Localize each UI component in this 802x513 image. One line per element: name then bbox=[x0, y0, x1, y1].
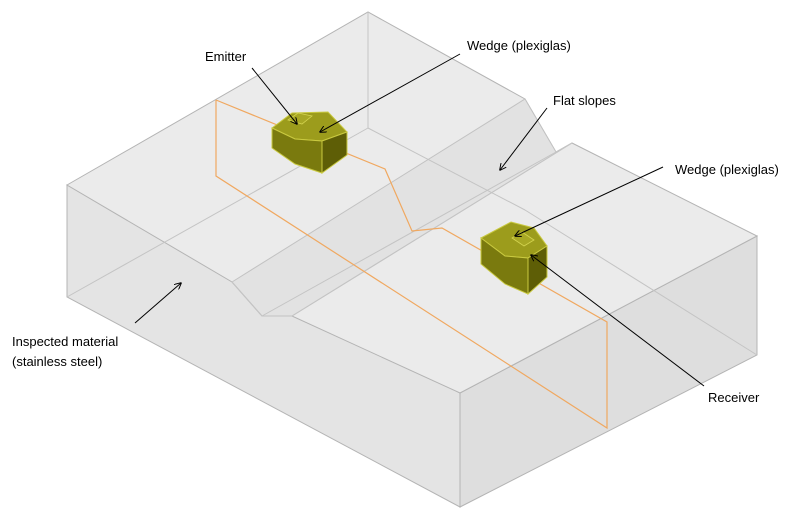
arrow-receiver bbox=[531, 255, 705, 387]
arrow-flat-slopes bbox=[500, 107, 548, 170]
inspected-block bbox=[66, 11, 759, 508]
arrow-emitter bbox=[251, 67, 297, 124]
label-receiver: Receiver bbox=[708, 390, 760, 405]
label-wedge-right: Wedge (plexiglas) bbox=[675, 162, 779, 177]
arrow-wedge-right bbox=[515, 166, 664, 236]
label-wedge-top: Wedge (plexiglas) bbox=[467, 38, 571, 53]
label-flat-slopes: Flat slopes bbox=[553, 93, 616, 108]
label-material-line2: (stainless steel) bbox=[12, 354, 102, 369]
emitter-wedge-right-face bbox=[321, 131, 348, 174]
label-emitter: Emitter bbox=[205, 49, 247, 64]
arrow-inspected-material bbox=[134, 283, 181, 324]
label-material-line1: Inspected material bbox=[12, 334, 118, 349]
annotation-arrows bbox=[134, 53, 705, 387]
arrow-wedge-top bbox=[320, 53, 461, 132]
receiver-probe bbox=[480, 221, 548, 296]
